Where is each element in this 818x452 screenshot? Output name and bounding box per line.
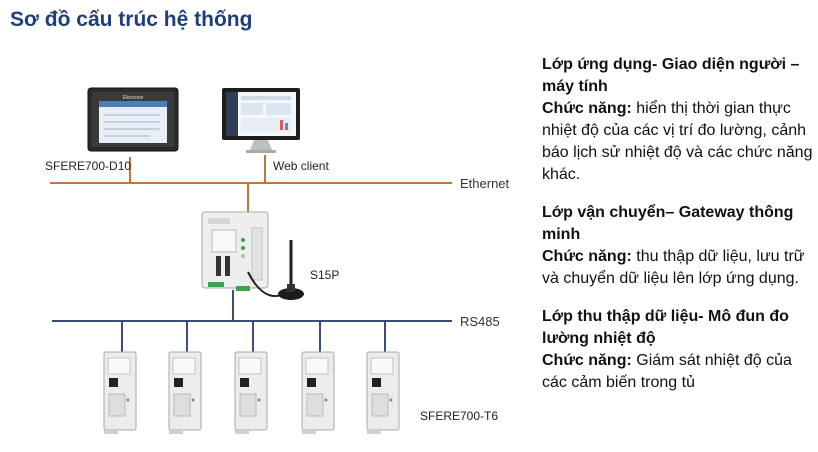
function-text: thu thập dữ liệu, lưu trữ và chuyển dữ l… xyxy=(542,248,805,287)
layer-acquisition: Lớp thu thập dữ liệu- Mô đun đo lường nh… xyxy=(542,306,814,394)
web-client-label: Web client xyxy=(273,159,329,173)
layer-acquisition-title: Lớp thu thập dữ liệu- Mô đun đo lường nh… xyxy=(542,308,789,347)
function-text: Giám sát nhiệt độ của các cảm biến trong… xyxy=(542,352,792,391)
temp-modules xyxy=(103,321,400,434)
layer-descriptions: Lớp ứng dụng- Giao diện người – máy tính… xyxy=(542,54,814,410)
temp-module-2 xyxy=(168,321,202,434)
layer-transport-function: Chức năng: thu thập dữ liệu, lưu trữ và … xyxy=(542,246,814,290)
function-label: Chức năng: xyxy=(542,352,632,369)
layer-application-title: Lớp ứng dụng- Giao diện người – máy tính xyxy=(542,56,800,95)
temp-module-3 xyxy=(234,321,268,434)
monitor-icon xyxy=(222,88,300,153)
hmi-label: SFERE700-D10 xyxy=(45,159,131,173)
temp-module-4 xyxy=(301,321,335,434)
layer-acquisition-function: Chức năng: Giám sát nhiệt độ của các cảm… xyxy=(542,350,814,394)
function-text: hiển thị thời gian thực nhiệt độ của các… xyxy=(542,100,813,183)
module-label: SFERE700-T6 xyxy=(420,409,498,423)
ethernet-label: Ethernet xyxy=(460,176,510,191)
temp-module-5 xyxy=(366,321,400,434)
layer-application: Lớp ứng dụng- Giao diện người – máy tính… xyxy=(542,54,814,186)
antenna-icon xyxy=(278,240,304,300)
layer-application-function: Chức năng: hiển thị thời gian thực nhiệt… xyxy=(542,98,814,186)
hmi-brand: Elecnove xyxy=(123,95,144,101)
page-title: Sơ đồ cấu trúc hệ thống xyxy=(10,8,253,31)
system-diagram: Ethernet RS485 Elecnove SFERE700-D10 Web… xyxy=(45,87,510,434)
gateway-label: S15P xyxy=(310,268,339,282)
layer-transport-title: Lớp vận chuyển– Gateway thông minh xyxy=(542,204,794,243)
function-label: Chức năng: xyxy=(542,248,632,265)
function-label: Chức năng: xyxy=(542,100,632,117)
temp-module-1 xyxy=(103,321,137,434)
rs485-label: RS485 xyxy=(460,314,500,329)
gateway-icon xyxy=(201,211,291,298)
hmi-panel-icon: Elecnove xyxy=(87,87,179,152)
layer-transport: Lớp vận chuyển– Gateway thông minh Chức … xyxy=(542,202,814,290)
